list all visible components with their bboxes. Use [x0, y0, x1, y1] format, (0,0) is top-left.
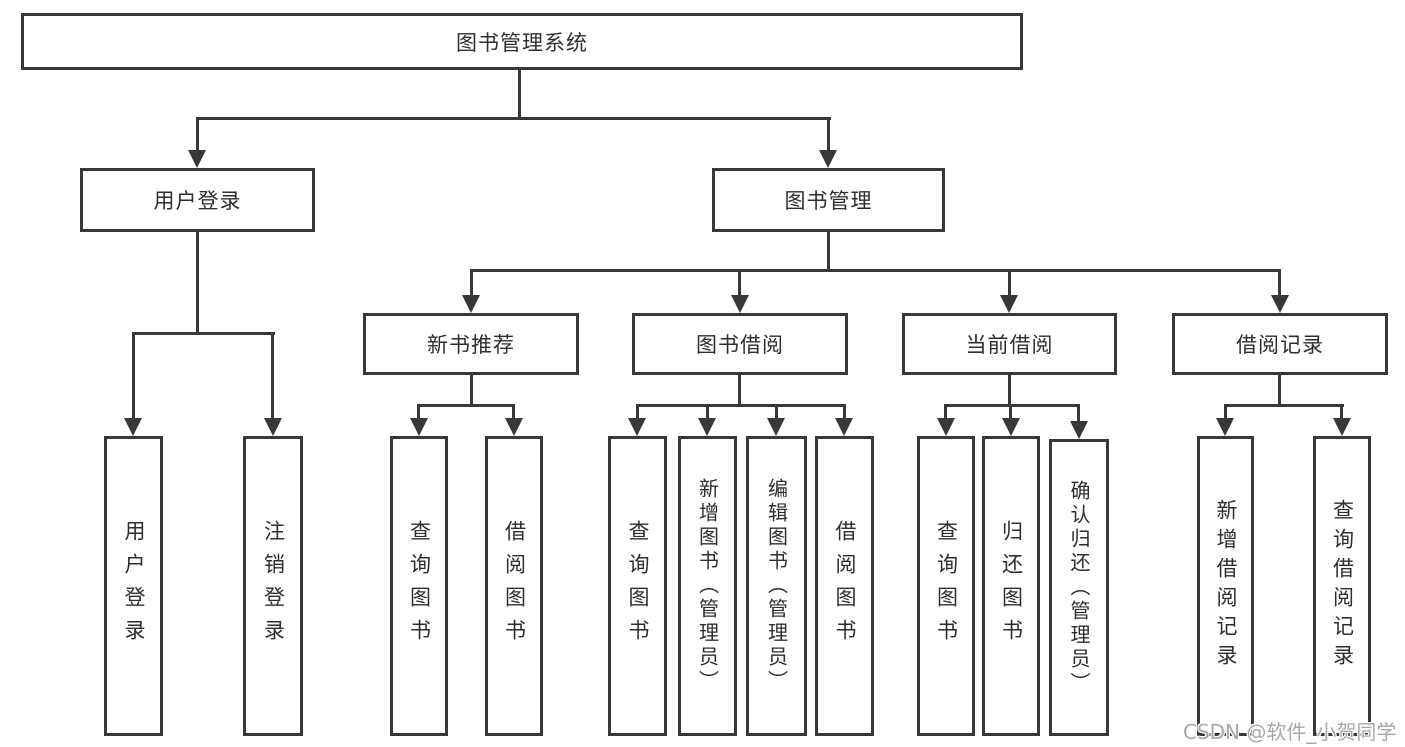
arrowhead-down-icon: [698, 418, 716, 436]
node-label: 新书推荐: [427, 333, 515, 357]
connector-line: [1224, 404, 1227, 422]
arrowhead-down-icon: [188, 150, 206, 168]
leaf-label: 注销登录: [261, 520, 286, 652]
connector-line: [417, 404, 515, 407]
connector-line: [417, 404, 420, 422]
arrowhead-down-icon: [1271, 295, 1289, 313]
node-current-borrowing: 当前借阅: [902, 313, 1117, 375]
leaf-label: 借阅图书: [502, 520, 527, 652]
leaf-label: 编辑图书（管理员）: [764, 478, 789, 694]
connector-line: [518, 70, 521, 120]
leaf-current-return-books: 归还图书: [982, 436, 1040, 736]
arrowhead-down-icon: [264, 418, 282, 436]
connector-line: [706, 404, 709, 422]
connector-line: [1340, 404, 1343, 422]
node-new-book-recommend: 新书推荐: [363, 313, 579, 375]
node-library-management-system: 图书管理系统: [21, 13, 1023, 70]
leaf-label: 查询图书: [407, 520, 432, 652]
connector-line: [1008, 269, 1011, 299]
leaf-current-confirm-return-admin: 确认归还（管理员）: [1049, 439, 1109, 736]
connector-line: [470, 269, 473, 299]
leaf-records-query-record: 查询借阅记录: [1313, 436, 1371, 736]
connector-line: [1224, 404, 1344, 407]
arrowhead-down-icon: [628, 418, 646, 436]
connector-line: [1077, 404, 1080, 424]
connector-line: [738, 375, 741, 407]
leaf-label: 归还图书: [999, 520, 1024, 652]
arrowhead-down-icon: [1216, 418, 1234, 436]
connector-line: [738, 269, 741, 299]
connector-line: [636, 404, 845, 407]
node-book-management-branch: 图书管理: [712, 168, 945, 232]
connector-line: [944, 404, 947, 422]
node-label: 当前借阅: [965, 333, 1054, 357]
node-label: 借阅记录: [1236, 333, 1324, 357]
connector-line: [271, 332, 274, 420]
connector-line: [132, 332, 135, 420]
connector-line: [512, 404, 515, 422]
leaf-logout: 注销登录: [243, 436, 303, 736]
leaf-label: 新增图书（管理员）: [695, 478, 720, 694]
leaf-label: 确认归还（管理员）: [1067, 479, 1091, 696]
leaf-records-add-record: 新增借阅记录: [1197, 436, 1254, 736]
leaf-label: 借阅图书: [833, 520, 857, 652]
arrowhead-down-icon: [819, 150, 837, 168]
leaf-borrowing-query-books: 查询图书: [608, 436, 667, 736]
csdn-watermark: CSDN @软件_小贺同学: [1183, 720, 1397, 744]
leaf-borrowing-add-books-admin: 新增图书（管理员）: [678, 436, 737, 736]
connector-line: [636, 404, 639, 422]
leaf-newbook-query-books: 查询图书: [390, 436, 448, 736]
node-label: 用户登录: [153, 189, 242, 213]
connector-line: [470, 269, 1281, 272]
node-label: 图书管理: [784, 189, 873, 213]
arrowhead-down-icon: [505, 418, 523, 436]
node-user-login-branch: 用户登录: [80, 168, 315, 232]
arrowhead-down-icon: [731, 295, 749, 313]
leaf-label: 用户登录: [122, 520, 146, 652]
arrowhead-down-icon: [1002, 418, 1020, 436]
leaf-borrowing-borrow-books: 借阅图书: [815, 436, 874, 736]
node-book-borrowing: 图书借阅: [632, 313, 848, 375]
connector-line: [1008, 375, 1011, 407]
node-label: 图书借阅: [696, 333, 784, 357]
arrowhead-down-icon: [124, 418, 142, 436]
connector-line: [1278, 269, 1281, 299]
leaf-user-login: 用户登录: [104, 436, 163, 736]
connector-line: [1278, 375, 1281, 407]
connector-line: [196, 117, 831, 120]
connector-line: [827, 117, 830, 154]
arrowhead-down-icon: [410, 418, 428, 436]
arrowhead-down-icon: [1333, 418, 1351, 436]
leaf-label: 查询图书: [934, 520, 959, 652]
node-label: 图书管理系统: [456, 30, 588, 55]
connector-line: [196, 117, 199, 154]
arrowhead-down-icon: [462, 295, 480, 313]
leaf-label: 新增借阅记录: [1214, 499, 1238, 673]
arrowhead-down-icon: [767, 418, 785, 436]
connector-line: [1009, 404, 1012, 422]
connector-line: [775, 404, 778, 422]
arrowhead-down-icon: [1070, 421, 1088, 439]
connector-line: [827, 232, 830, 272]
arrowhead-down-icon: [1000, 295, 1018, 313]
arrowhead-down-icon: [835, 418, 853, 436]
connector-line: [843, 404, 846, 422]
leaf-label: 查询图书: [626, 520, 650, 652]
leaf-label: 查询借阅记录: [1330, 499, 1355, 673]
connector-line: [944, 404, 1080, 407]
leaf-newbook-borrow-books: 借阅图书: [485, 436, 543, 736]
connector-line: [132, 332, 275, 335]
leaf-current-query-books: 查询图书: [917, 436, 975, 736]
arrowhead-down-icon: [937, 418, 955, 436]
connector-line: [470, 375, 473, 407]
connector-line: [196, 232, 199, 335]
leaf-borrowing-edit-books-admin: 编辑图书（管理员）: [746, 436, 807, 736]
node-borrowing-records: 借阅记录: [1172, 313, 1388, 375]
